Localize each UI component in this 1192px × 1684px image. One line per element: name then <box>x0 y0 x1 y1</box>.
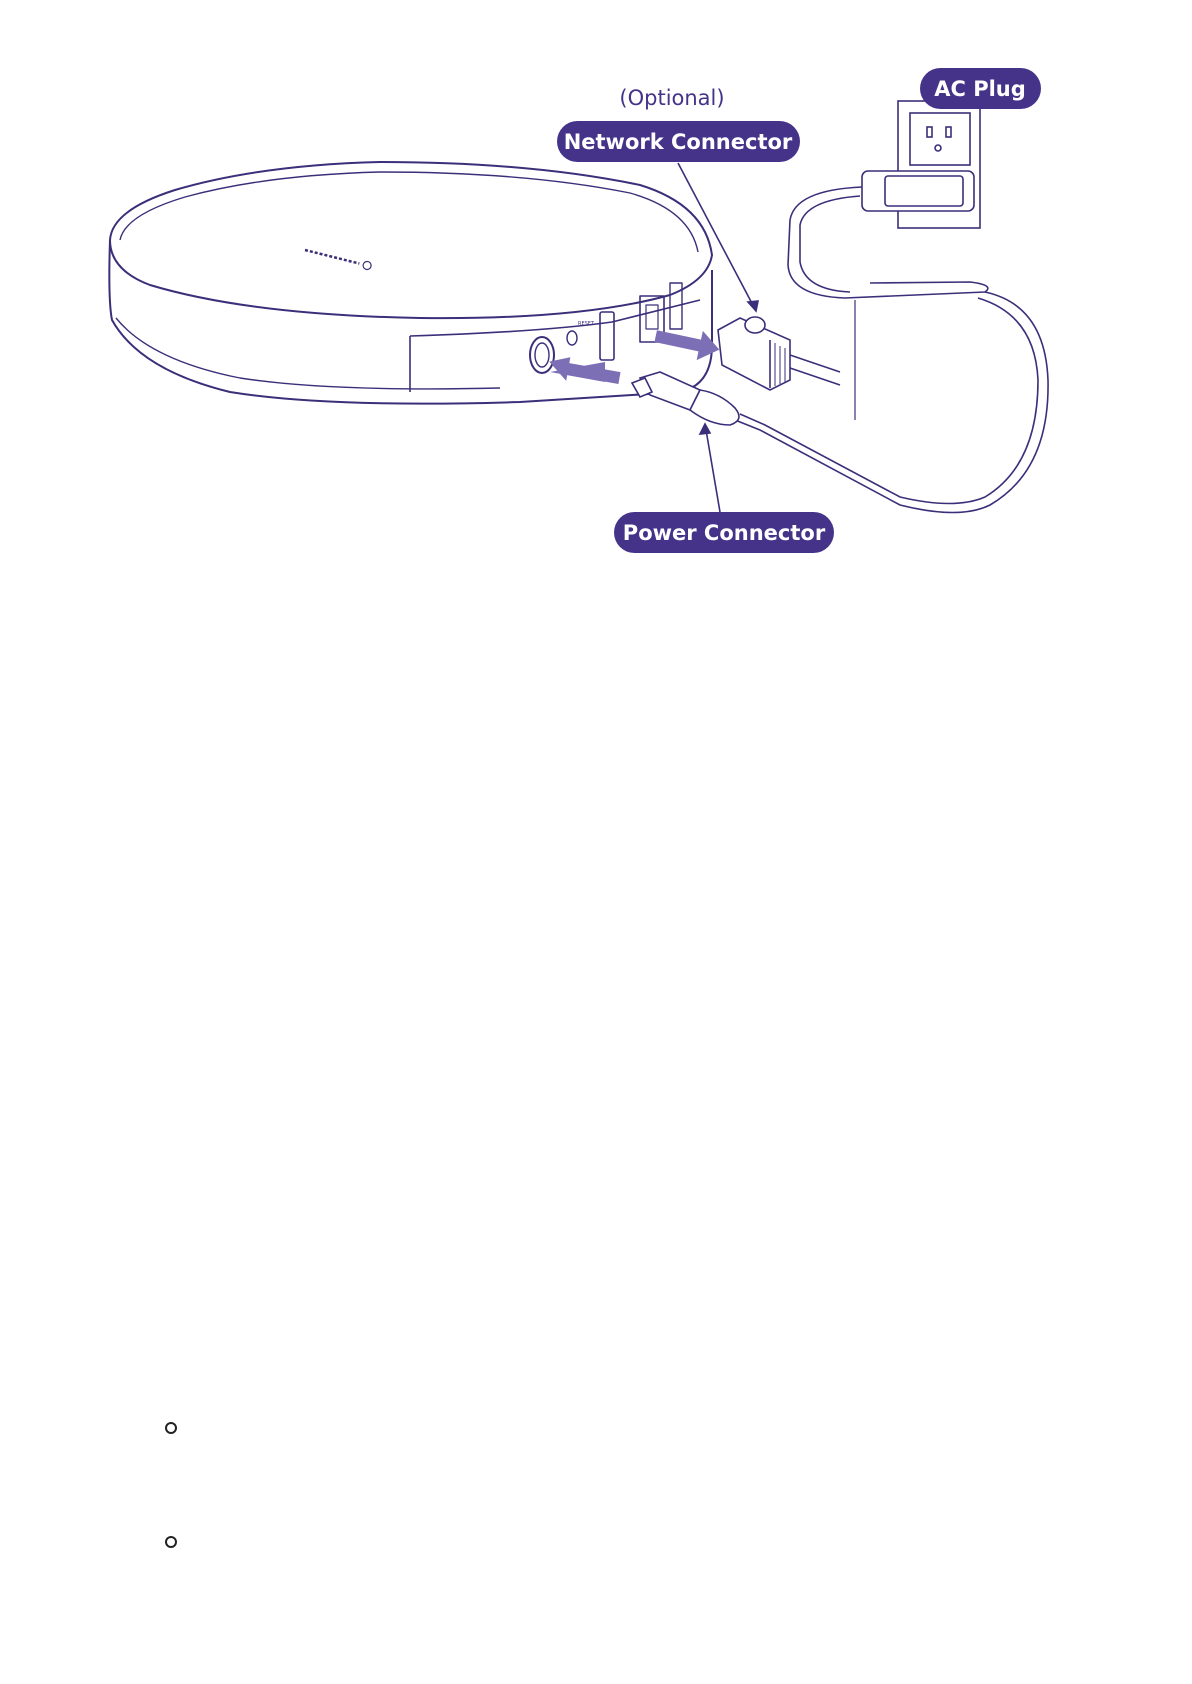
hub-device-icon: RESET <box>109 162 712 404</box>
svg-text:RESET: RESET <box>578 321 595 327</box>
circle-bullet-1 <box>165 1422 177 1434</box>
ac-plug-callout: AC Plug <box>920 68 1041 109</box>
ethernet-plug-icon <box>718 317 840 390</box>
hub-connection-diagram: RESET <box>0 0 1192 580</box>
optional-note: (Optional) <box>619 86 724 110</box>
network-connector-callout: Network Connector <box>557 121 800 162</box>
power-connector-callout: Power Connector <box>614 512 834 553</box>
network-connector-label: Network Connector <box>564 130 793 154</box>
power-connector-label: Power Connector <box>623 521 826 545</box>
circle-bullet-2 <box>165 1536 177 1548</box>
ac-plug-label: AC Plug <box>934 77 1026 101</box>
wall-outlet-icon <box>862 101 980 228</box>
